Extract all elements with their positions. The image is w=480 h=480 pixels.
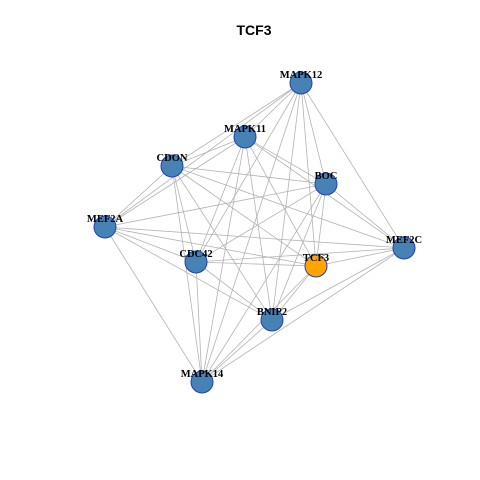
edge-boc-mapk14 [201, 183, 327, 383]
edge-mapk12-bnip2 [271, 82, 302, 321]
edge-boc-mef2a [104, 183, 327, 228]
edge-mapk11-mapk14 [201, 136, 246, 383]
edge-tcf3-mapk14 [201, 265, 317, 383]
node-label-bnip2: BNIP2 [257, 307, 287, 318]
node-mef2c[interactable] [392, 236, 416, 260]
node-label-tcf3: TCF3 [303, 253, 329, 264]
node-label-mef2c: MEF2C [386, 235, 422, 246]
edge-cdon-mapk14 [171, 165, 203, 383]
edge-cdon-mef2a [104, 165, 173, 228]
edge-mef2a-mapk14 [104, 226, 203, 383]
edge-cdon-bnip2 [171, 165, 273, 321]
edge-cdon-boc [171, 165, 327, 185]
node-mapk12[interactable] [289, 71, 313, 95]
node-label-mapk12: MAPK12 [280, 70, 323, 81]
edge-boc-tcf3 [315, 183, 327, 267]
edge-mapk11-bnip2 [244, 136, 273, 321]
node-mapk14[interactable] [190, 370, 214, 394]
edge-mef2a-cdc42 [104, 226, 197, 263]
node-cdon[interactable] [160, 154, 184, 178]
edge-boc-mef2c [325, 183, 405, 249]
node-label-mapk14: MAPK14 [181, 369, 224, 380]
edge-mef2a-mef2c [104, 226, 405, 249]
edge-mapk11-tcf3 [244, 136, 317, 267]
graph-title: TCF3 [237, 22, 272, 38]
node-cdc42[interactable] [184, 250, 208, 274]
edge-boc-bnip2 [271, 183, 327, 321]
edge-mef2c-tcf3 [315, 247, 405, 267]
node-mapk11[interactable] [233, 125, 257, 149]
edge-mef2c-cdc42 [195, 247, 405, 263]
edge-mapk12-mapk11 [244, 82, 302, 138]
node-label-mef2a: MEF2A [87, 214, 124, 225]
node-mef2a[interactable] [93, 215, 117, 239]
node-boc[interactable] [314, 172, 338, 196]
node-label-cdon: CDON [157, 153, 188, 164]
edge-mapk12-mapk14 [201, 82, 302, 383]
edge-bnip2-mapk14 [201, 319, 273, 383]
edge-boc-cdc42 [195, 183, 327, 263]
edge-mapk12-mef2c [300, 82, 405, 249]
edge-mef2c-mapk14 [201, 247, 405, 383]
edge-mef2a-tcf3 [104, 226, 317, 267]
edge-mapk11-boc [244, 136, 327, 185]
edge-cdon-tcf3 [171, 165, 317, 267]
edge-mapk11-mef2a [104, 136, 246, 228]
edge-mapk12-mef2a [104, 82, 302, 228]
edge-mef2a-bnip2 [104, 226, 273, 321]
edge-cdc42-tcf3 [195, 261, 317, 267]
node-layer [93, 71, 416, 394]
node-tcf3[interactable] [304, 254, 328, 278]
node-label-boc: BOC [315, 171, 338, 182]
edge-mapk12-cdc42 [195, 82, 302, 263]
edge-mapk11-cdon [171, 136, 246, 167]
edge-cdc42-mapk14 [195, 261, 203, 383]
node-bnip2[interactable] [260, 308, 284, 332]
edge-mapk12-boc [300, 82, 327, 185]
node-label-mapk11: MAPK11 [224, 124, 266, 135]
edge-mapk12-tcf3 [300, 82, 317, 267]
node-label-cdc42: CDC42 [179, 249, 212, 260]
edge-cdon-cdc42 [171, 165, 197, 263]
edge-cdc42-bnip2 [195, 261, 273, 321]
edge-mapk12-cdon [171, 82, 302, 167]
edge-mef2c-bnip2 [271, 247, 405, 321]
edge-tcf3-bnip2 [271, 265, 317, 321]
